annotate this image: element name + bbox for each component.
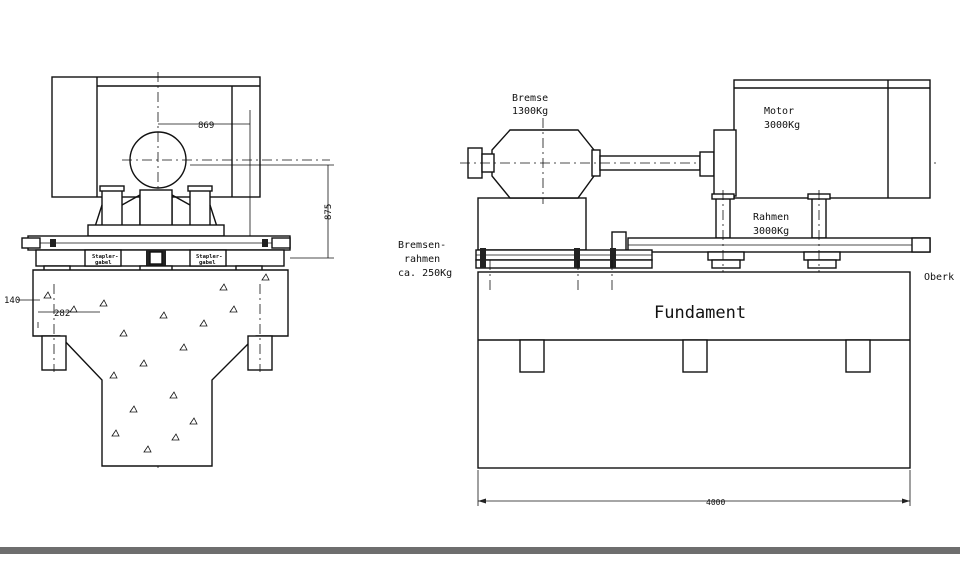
bremsenrahmen-3: ca. 250Kg (398, 268, 452, 279)
stapler-right-1: Stapler- (196, 254, 223, 260)
fundament-label: Fundament (654, 303, 746, 323)
dim-4000: 4000 (706, 498, 725, 507)
bremsenrahmen-2: rahmen (404, 254, 440, 265)
stapler-left-2: gabel (95, 260, 112, 266)
motor-weight: 3000Kg (764, 120, 800, 131)
right-front-view: Bremse 1300Kg Motor 3000Kg Rahmen 3000Kg (398, 79, 954, 507)
rahmen-weight: 3000Kg (753, 226, 789, 237)
dim-869: 869 (198, 121, 214, 131)
dim-282: 282 (54, 309, 70, 319)
left-side-view: 869 875 Stapler- gabel Stapler- gabel (4, 72, 334, 470)
bremse-label: Bremse (512, 93, 548, 104)
motor-label: Motor (764, 106, 794, 117)
stapler-right-2: gabel (199, 260, 216, 266)
oberk-label: Oberk (924, 272, 954, 283)
brake-stand (477, 197, 587, 251)
bottom-divider (0, 547, 960, 554)
dim-875: 875 (324, 204, 334, 220)
stapler-left-1: Stapler- (92, 254, 119, 260)
rahmen-label: Rahmen (753, 212, 789, 223)
dim-140: 140 (4, 296, 20, 306)
bremsenrahmen-1: Bremsen- (398, 240, 446, 251)
motor-body (733, 79, 931, 199)
bremse-weight: 1300Kg (512, 106, 548, 117)
